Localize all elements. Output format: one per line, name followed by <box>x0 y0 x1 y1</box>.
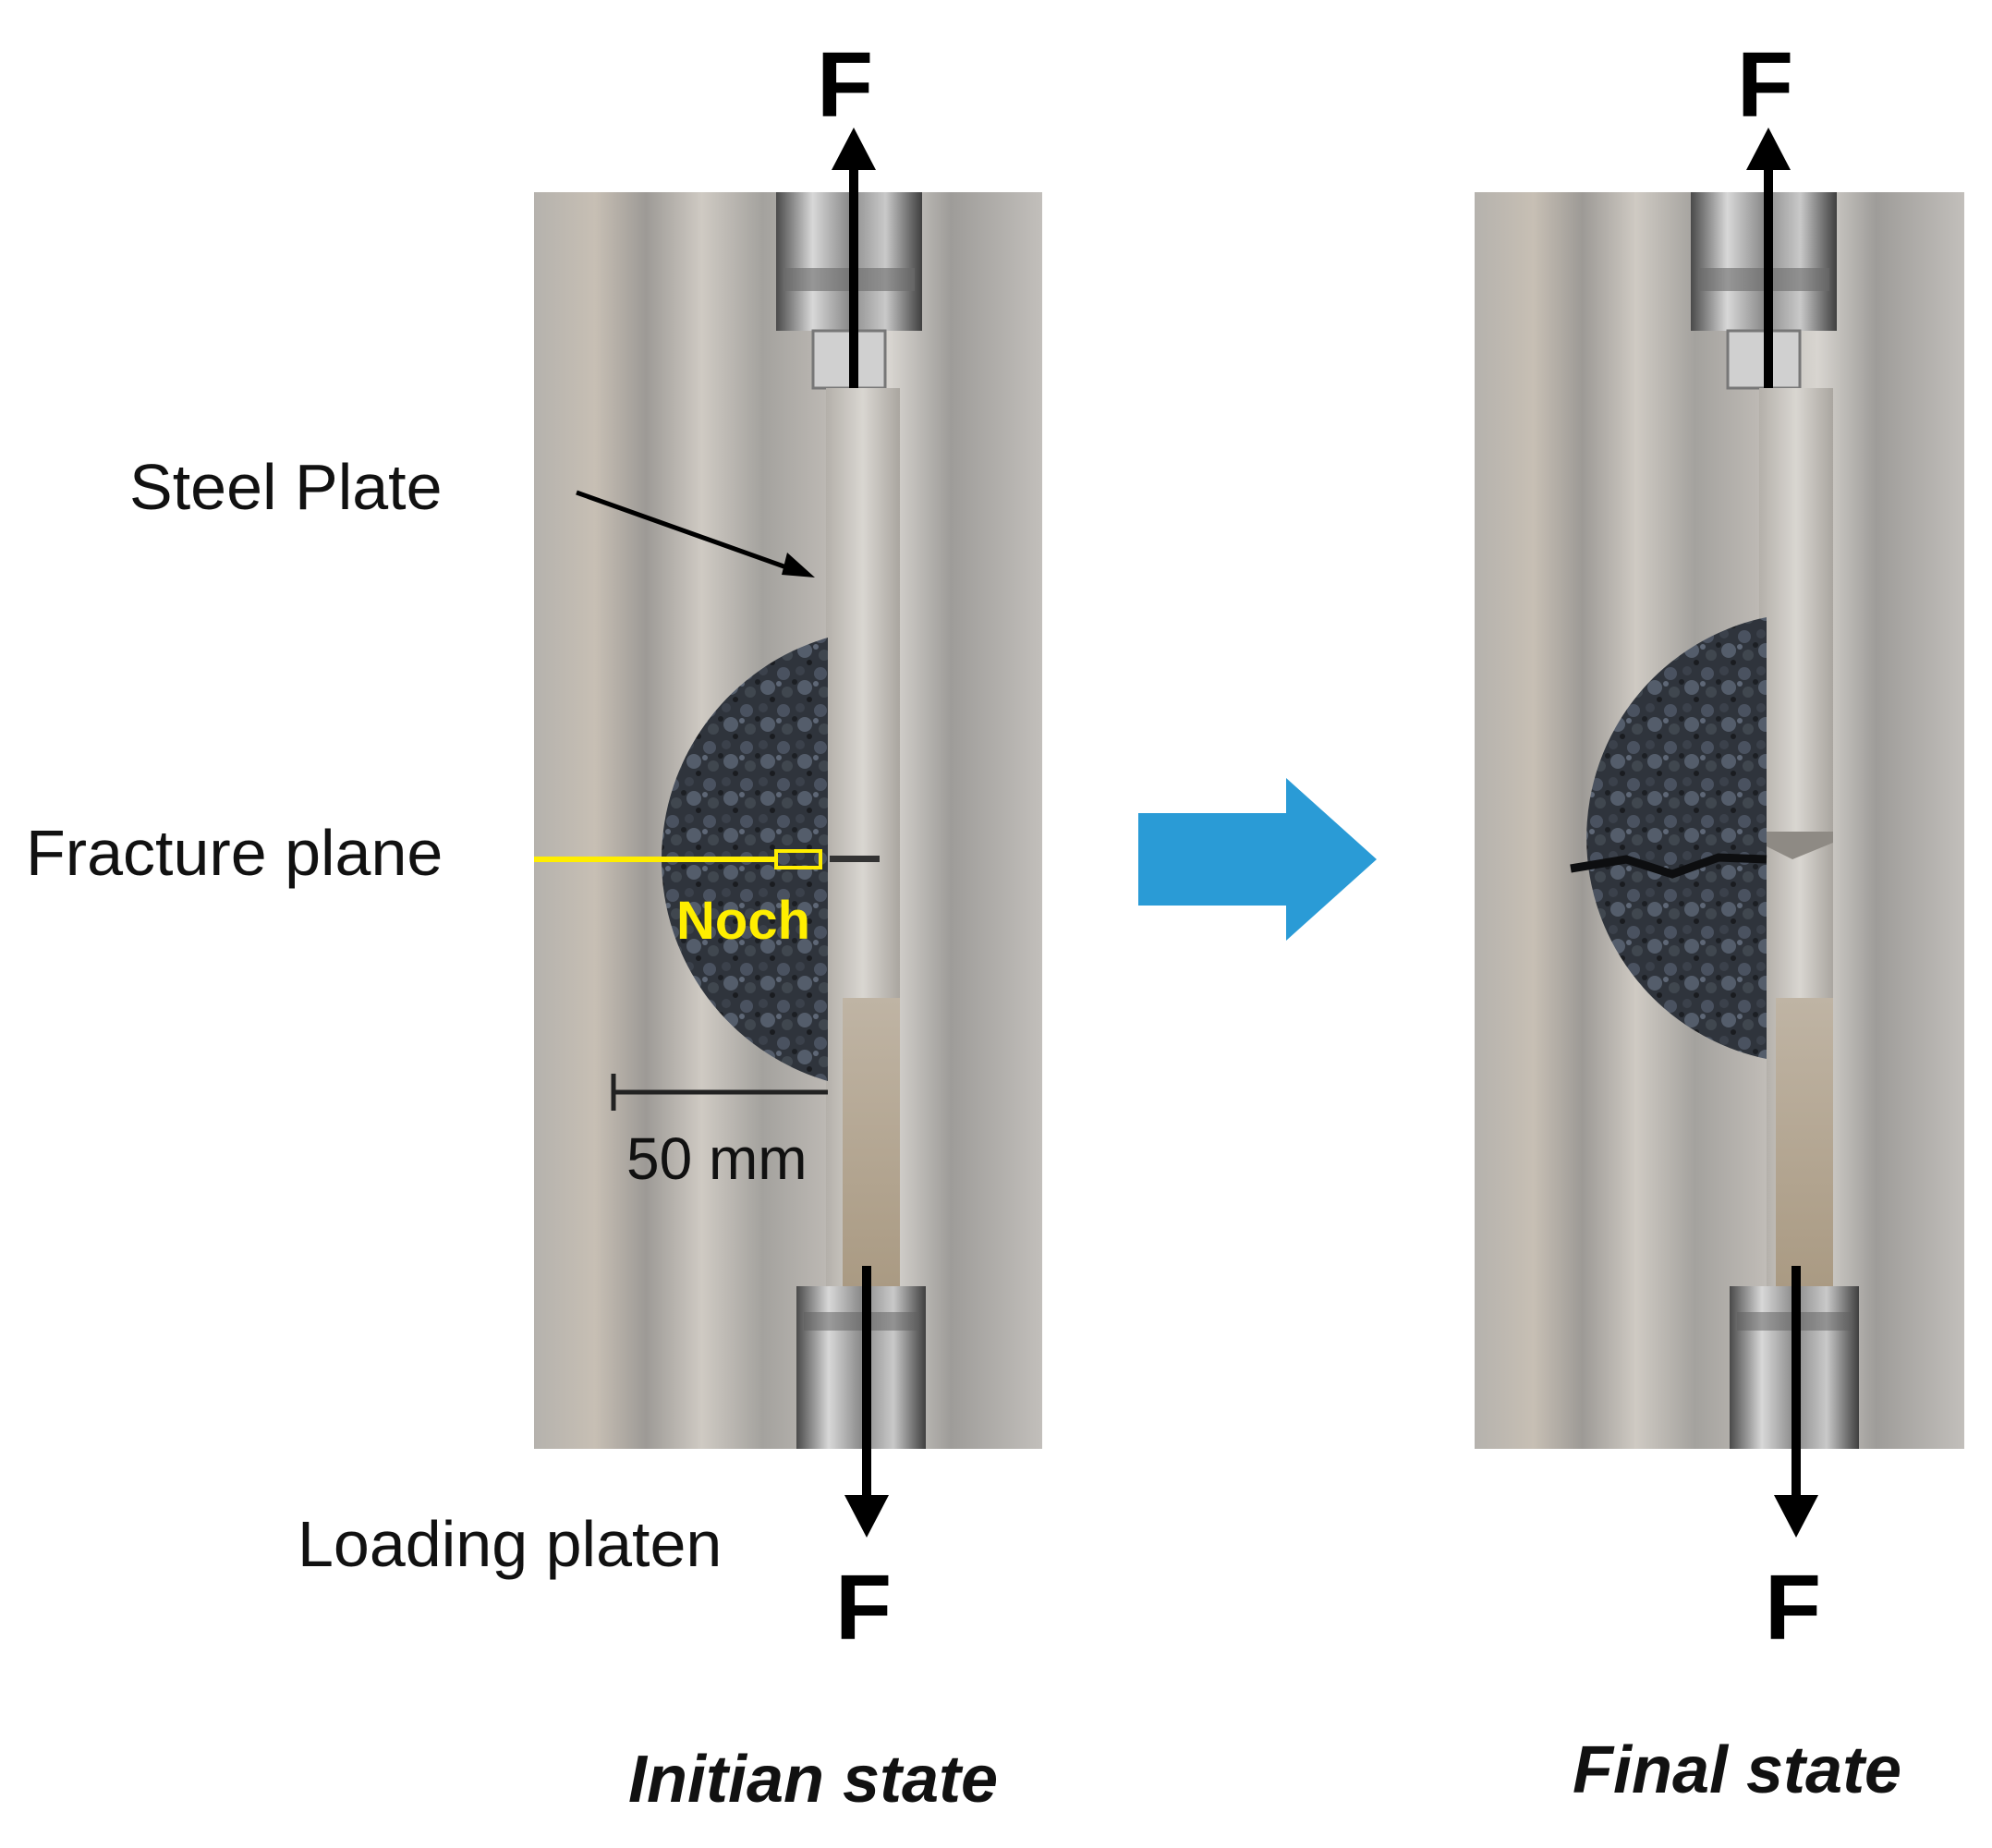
force-arrow-icon <box>1774 1266 1818 1538</box>
steel-plate <box>1759 388 1833 832</box>
fracture-plane-label: Fracture plane <box>26 817 443 889</box>
initial-state-photo <box>534 192 1042 1449</box>
force-arrow-icon <box>844 1266 889 1538</box>
force-label-top-left: F <box>817 33 874 137</box>
notch-slot <box>830 856 880 862</box>
steel-plate-label: Steel Plate <box>129 451 443 523</box>
loading-platen-label: Loading platen <box>298 1508 723 1580</box>
final-state-photo <box>1475 192 1964 1449</box>
right-arrow-icon <box>1138 778 1377 941</box>
final-state-caption: Final state <box>1573 1733 1902 1807</box>
notch-label: Noch <box>676 891 810 951</box>
force-arrow-icon <box>1746 128 1791 388</box>
scale-bar <box>611 1074 828 1111</box>
force-label-bottom-left: F <box>835 1556 893 1660</box>
asphalt-specimen <box>1586 617 1767 1059</box>
crack-line <box>1570 853 1767 879</box>
initial-state-caption: Initian state <box>628 1743 999 1817</box>
force-arrow-icon <box>832 128 876 388</box>
scale-bar-label: 50 mm <box>626 1125 808 1192</box>
steel-plate-pointer <box>576 490 815 578</box>
force-label-top-right: F <box>1737 33 1794 137</box>
force-label-bottom-right: F <box>1765 1556 1822 1660</box>
bottom-grip <box>796 1286 926 1449</box>
